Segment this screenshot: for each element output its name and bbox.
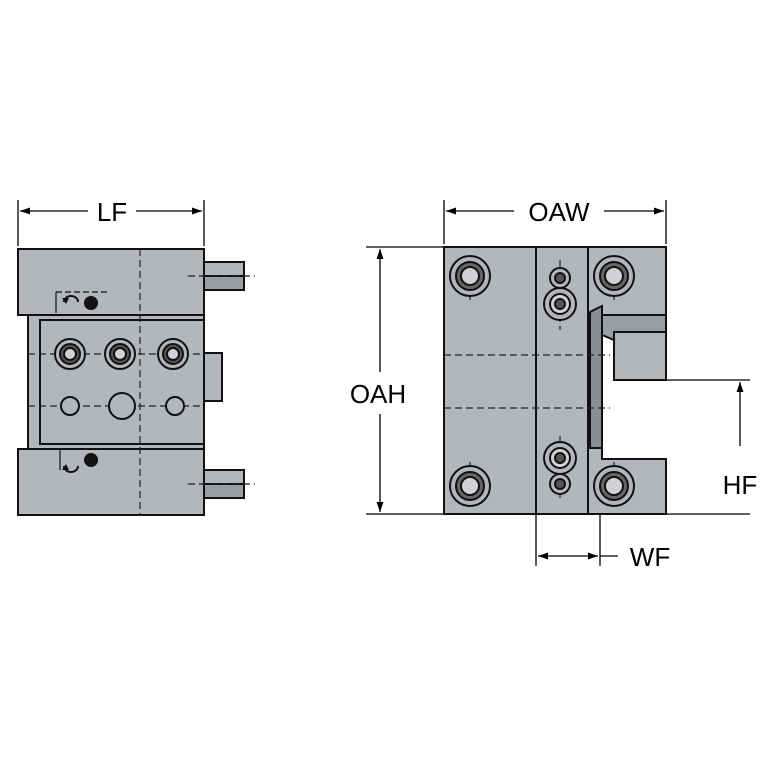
front-hole-top-right <box>593 255 635 297</box>
front-right-section <box>587 246 667 515</box>
middle-hole-3 <box>543 441 577 475</box>
lf-dimension <box>17 200 205 246</box>
hf-dimension <box>666 379 750 515</box>
side-tab <box>203 352 223 402</box>
side-view <box>17 248 245 516</box>
front-hole-top-left <box>449 255 491 297</box>
cb-hole-1 <box>54 338 86 370</box>
wf-label: WF <box>630 542 670 572</box>
oaw-dimension <box>443 200 667 244</box>
tool-shank <box>613 331 667 381</box>
plain-hole-2 <box>108 392 136 420</box>
oah-label: OAH <box>350 379 406 409</box>
plain-hole-1 <box>60 396 80 416</box>
oaw-label: OAW <box>528 197 590 227</box>
oah-dimension <box>366 246 444 515</box>
cb-hole-2 <box>104 338 136 370</box>
top-clamp-bar <box>17 248 205 316</box>
channel-slot <box>589 304 603 449</box>
middle-hole-4 <box>549 473 571 495</box>
front-hole-bottom-left <box>449 465 491 507</box>
middle-hole-2 <box>543 287 577 321</box>
cb-hole-3 <box>157 338 189 370</box>
front-view-holes <box>449 255 635 507</box>
wf-dimension <box>535 514 618 566</box>
bottom-rotation-screw <box>59 449 98 473</box>
top-rotation-screw <box>55 291 110 313</box>
lf-label: LF <box>97 197 127 227</box>
middle-hole-1 <box>549 267 571 289</box>
hf-label: HF <box>723 470 758 500</box>
bottom-clamp-bar <box>17 448 205 516</box>
plain-hole-3 <box>165 396 185 416</box>
side-view-holes <box>54 338 189 420</box>
front-hole-bottom-right <box>593 465 635 507</box>
